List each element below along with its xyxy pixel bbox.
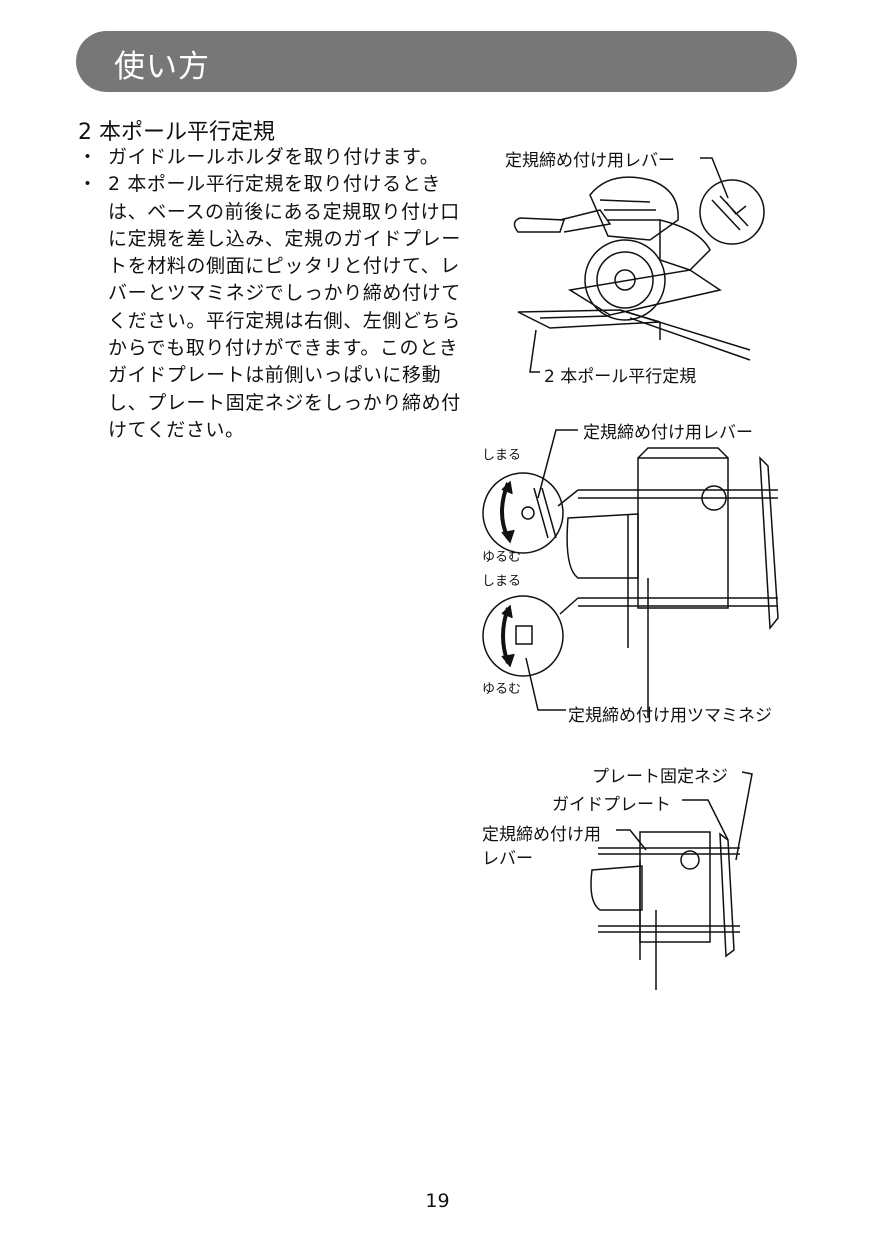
header-bar: 使い方 <box>76 31 797 92</box>
circular-saw-illustration <box>513 157 765 373</box>
figure3-lever-label-1: 定規締め付け用 <box>482 825 601 845</box>
figure1-rule-label: 2 本ポール平行定規 <box>544 367 697 387</box>
figure2-loosen-bottom: ゆるむ <box>482 682 522 697</box>
page-number: 19 <box>425 1190 450 1212</box>
figure2-tighten-top: しまる <box>482 448 522 463</box>
bullet-marker: ・ <box>78 173 98 196</box>
bullet-item-2: ・ 2 本ポール平行定規を取り付けるときは、ベースの前後にある定規取り付け口に定… <box>78 171 468 444</box>
figure2-loosen-top: ゆるむ <box>482 550 522 565</box>
figure1-lever-label: 定規締め付け用レバー <box>505 151 675 171</box>
figure2-lever-label: 定規締め付け用レバー <box>583 423 753 443</box>
bullet-marker: ・ <box>78 146 98 168</box>
section-title: 2 本ポール平行定規 <box>78 120 275 145</box>
figure3-screw-label: プレート固定ネジ <box>592 767 728 787</box>
bullet-text: ガイドルールホルダを取り付けます。 <box>108 146 440 168</box>
figure-guide-plate: プレート固定ネジ ガイドプレート 定規締め付け用 レバー <box>480 760 780 1000</box>
bullet-item-1: ・ ガイドルールホルダを取り付けます。 <box>78 144 468 171</box>
bullet-list: ・ ガイドルールホルダを取り付けます。 ・ 2 本ポール平行定規を取り付けるとき… <box>78 144 468 444</box>
figure3-lever-label-2: レバー <box>482 849 533 869</box>
figure3-guide-label: ガイドプレート <box>552 795 671 815</box>
figure2-knob-label: 定規締め付け用ツマミネジ <box>568 706 772 726</box>
figure-top-view-lever-knob: 定規締め付け用レバー しまる ゆるむ しまる ゆるむ 定規締め付け用ツマミネジ <box>478 418 798 728</box>
top-view-illustration <box>482 429 779 718</box>
figure-saw-with-rule: 定規締め付け用レバー 2 本ポール平行定規 <box>500 140 770 390</box>
header-title: 使い方 <box>114 49 210 85</box>
bullet-text: 2 本ポール平行定規を取り付けるときは、ベースの前後にある定規取り付け口に定規を… <box>108 173 461 441</box>
guide-plate-illustration <box>590 771 753 990</box>
figure2-tighten-bottom: しまる <box>482 574 522 589</box>
